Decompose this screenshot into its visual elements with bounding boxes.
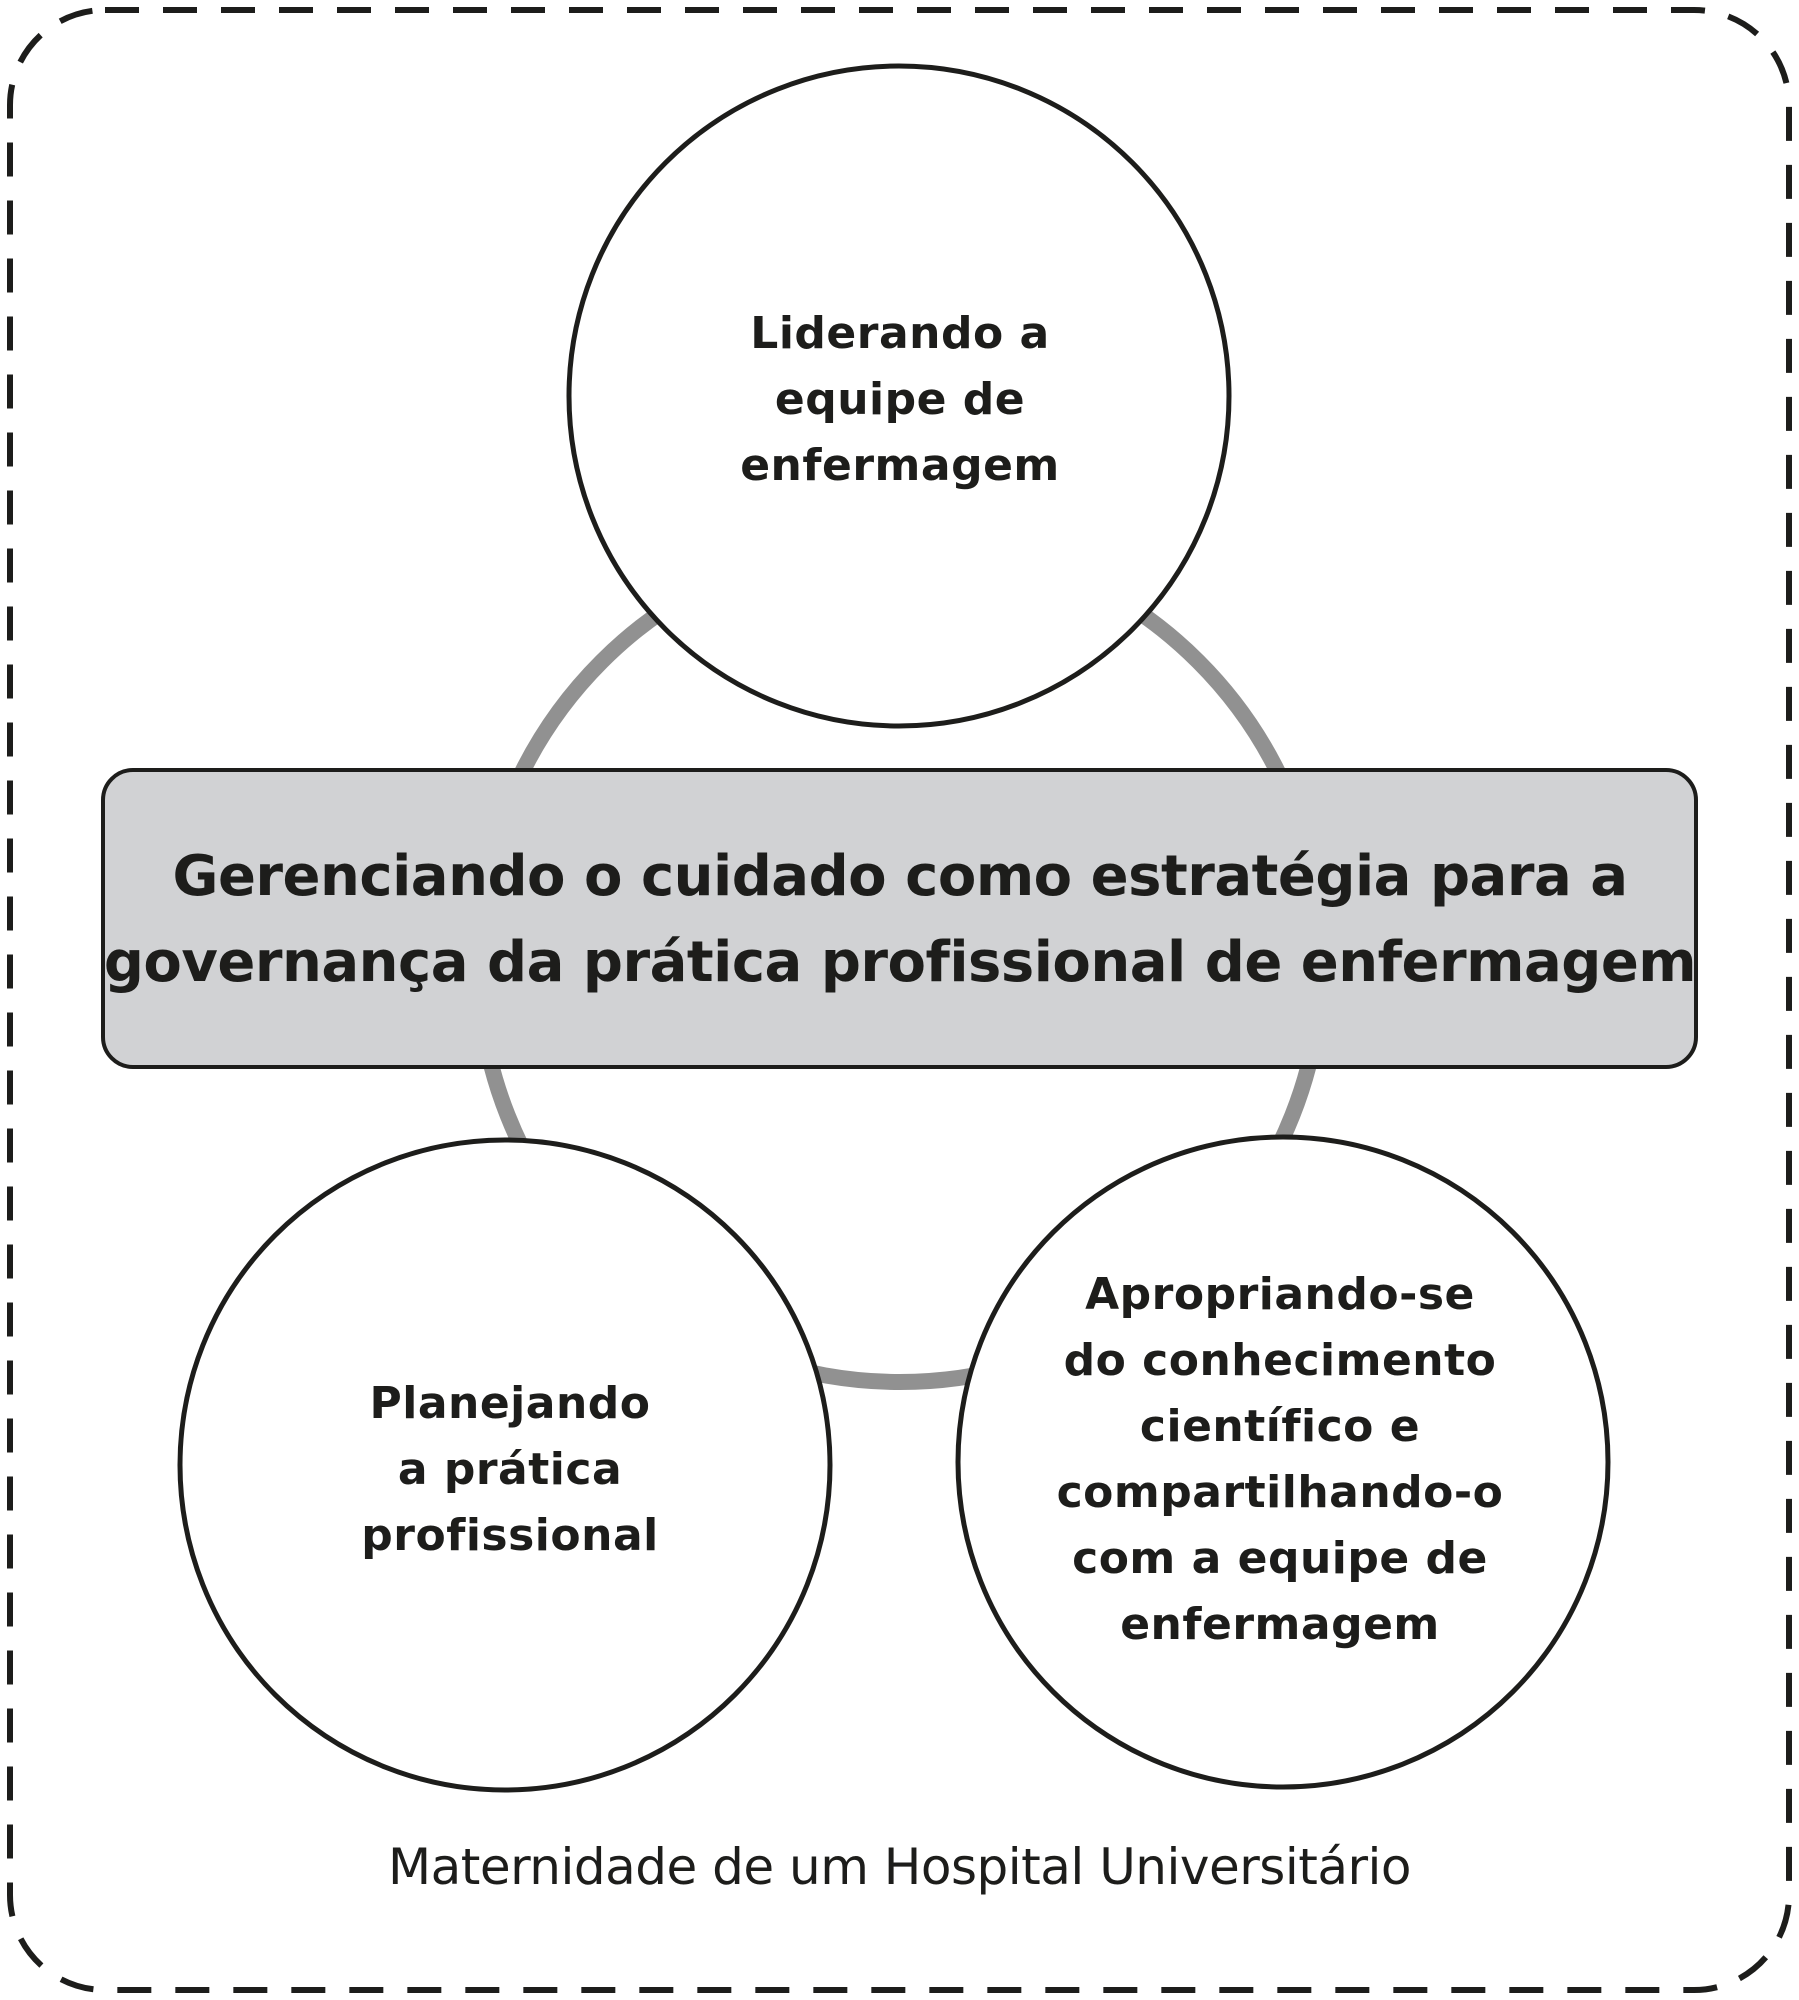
node-right-label: Apropriando-se do conhecimento científic… — [990, 1240, 1570, 1680]
node-top-line-3: enfermagem — [740, 440, 1060, 491]
node-top-line-1: Liderando a — [750, 308, 1050, 359]
node-left-line-2: a prática — [397, 1444, 623, 1495]
dashed-border — [7, 7, 1792, 1993]
node-right-line-4: compartilhando-o — [1056, 1467, 1504, 1518]
circle-left — [177, 1137, 833, 1793]
node-left-line-1: Planejando — [369, 1378, 651, 1429]
center-concept-label: Gerenciando o cuidado como estratégia pa… — [103, 772, 1697, 1068]
node-left-label: Planejando a prática profissional — [250, 1340, 770, 1600]
node-right-line-6: enfermagem — [1120, 1599, 1440, 1650]
circle-right — [955, 1134, 1611, 1790]
center-box — [101, 768, 1698, 1069]
center-concept-line-2: governança da prática profissional de en… — [103, 930, 1697, 995]
footer-caption: Maternidade de um Hospital Universitário — [387, 1838, 1412, 1896]
node-top-label: Liderando a equipe de enfermagem — [640, 280, 1160, 520]
circle-top — [566, 63, 1232, 729]
node-left-line-3: profissional — [361, 1510, 659, 1561]
node-right-line-5: com a equipe de — [1072, 1533, 1488, 1584]
node-top-line-2: equipe de — [774, 374, 1026, 425]
center-concept-line-1: Gerenciando o cuidado como estratégia pa… — [172, 844, 1628, 909]
node-right-line-3: científico e — [1139, 1401, 1421, 1452]
node-right-line-2: do conhecimento — [1063, 1335, 1497, 1386]
node-right-line-1: Apropriando-se — [1085, 1269, 1475, 1320]
